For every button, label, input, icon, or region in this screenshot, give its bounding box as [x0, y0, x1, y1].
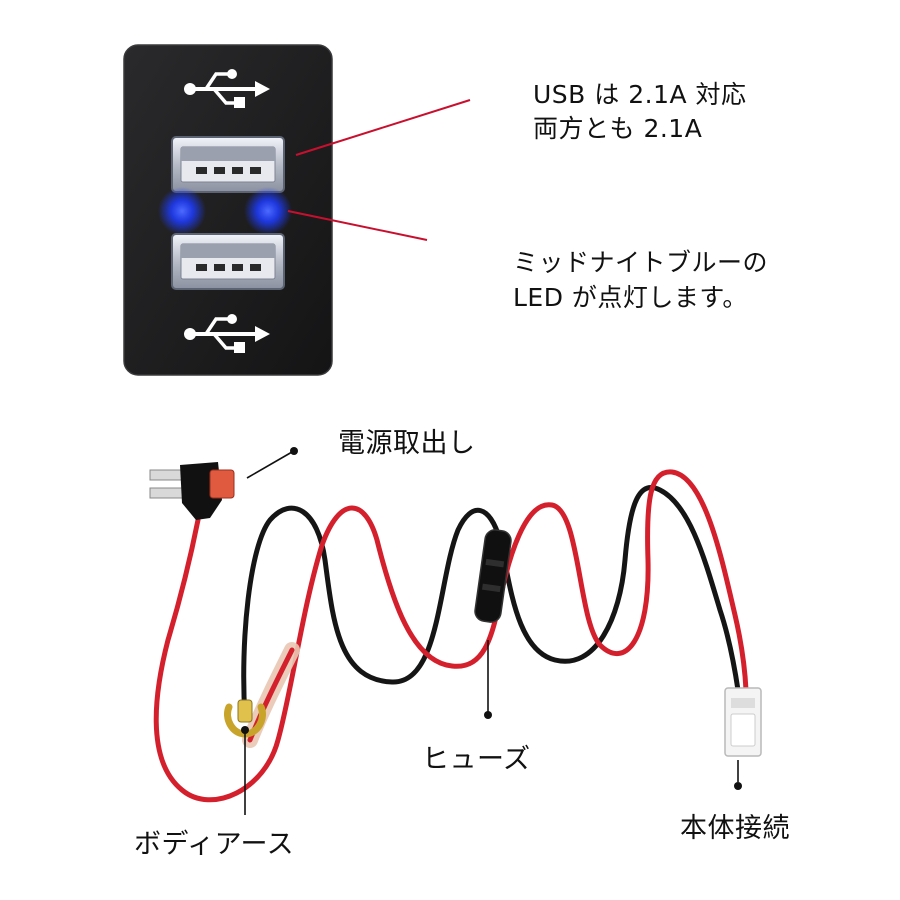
unit-connection-label: 本体接続 [680, 813, 790, 844]
callout-pointer-body-ground [241, 726, 249, 815]
fuse-holder [474, 529, 512, 623]
unit-connector [724, 687, 762, 757]
usb-note-line2: 両方とも 2.1A [533, 114, 703, 143]
led-right [244, 187, 292, 235]
led-left [158, 187, 206, 235]
led-note-line2: LED が点灯します。 [513, 283, 748, 312]
usb-logo-icon [184, 69, 270, 108]
power-tap-label: 電源取出し [338, 428, 476, 459]
callout-pointer-fuse [484, 640, 492, 719]
callout-pointer-unit-connection [734, 760, 742, 790]
fuse-tap-connector [149, 462, 235, 520]
red-wire [153, 469, 749, 803]
usb-port-top [171, 136, 285, 193]
body-ground-label: ボディアース [134, 829, 295, 860]
led-note-line1: ミッドナイトブルーの [513, 248, 769, 277]
leader-line-usb [295, 99, 471, 156]
usb-port-bottom [171, 233, 285, 290]
black-wire [241, 485, 741, 720]
callout-pointer-power-tap [246, 447, 298, 479]
usb-logo-icon [184, 314, 270, 353]
fuse-label: ヒューズ [422, 744, 531, 775]
usb-note-line1: USB は 2.1A 対応 [533, 80, 747, 109]
leader-line-led [287, 210, 428, 241]
usb-switch-panel [123, 44, 333, 376]
